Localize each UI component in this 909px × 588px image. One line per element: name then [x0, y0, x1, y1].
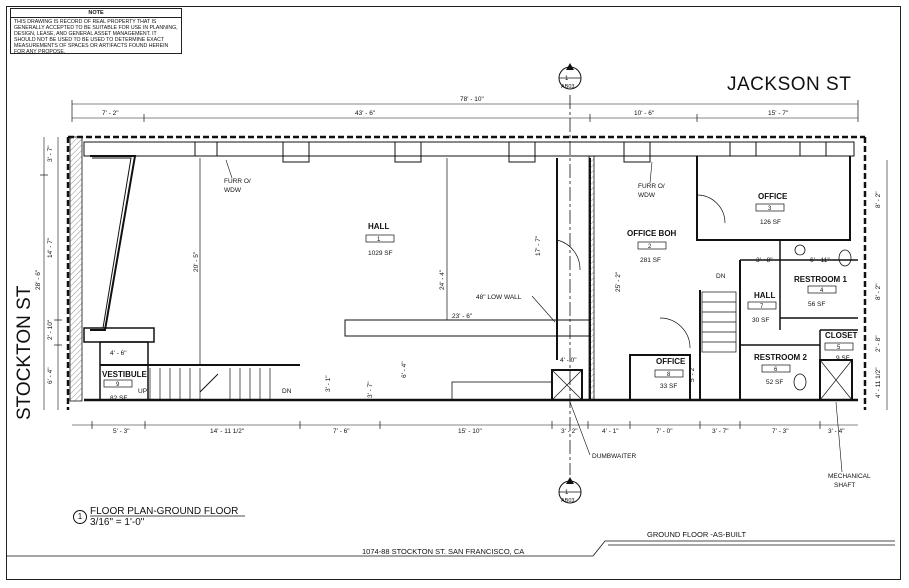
room-num-3: 3 — [768, 206, 772, 212]
up-label: UP — [138, 388, 147, 395]
dim-left-1: 3' - 7" — [47, 145, 54, 162]
dim-int-3: 17' - 7" — [535, 235, 542, 256]
dim-left-5: 6' - 4" — [47, 367, 54, 384]
section-marker-top — [558, 63, 582, 90]
wdw-label-2: WDW — [638, 192, 656, 199]
note-header: NOTE — [11, 9, 181, 18]
dim-int-6: 6' - 4" — [401, 361, 408, 378]
room-area-2: 281 SF — [640, 257, 661, 264]
dim-int-7: 3' - 1" — [325, 375, 332, 392]
dn-label-2: DN — [282, 388, 292, 395]
dim-left-3: 28' - 6" — [35, 269, 42, 290]
mech-label-2: SHAFT — [834, 482, 855, 489]
dim-overall: 78' - 10" — [460, 96, 484, 103]
dim-top-3: 10' - 6" — [634, 110, 655, 117]
dim-right-1: 8' - 2" — [875, 191, 882, 208]
room-name-restroom-2: RESTROOM 2 — [754, 353, 807, 362]
dim-int-2: 24' - 4" — [439, 269, 446, 290]
room-num-2: 2 — [648, 244, 652, 250]
room-name-office-3: OFFICE — [758, 192, 788, 201]
dim-right-3: 2' - 8" — [875, 335, 882, 352]
dim-top-2: 43' - 6" — [355, 110, 376, 117]
dim-bottom-2: 14' - 11 1/2" — [210, 428, 245, 435]
room-area-4: 56 SF — [808, 301, 825, 308]
dumbwaiter-label: DUMBWAITER — [592, 453, 636, 460]
room-num-4: 4 — [820, 288, 824, 294]
view-title: FLOOR PLAN-GROUND FLOOR — [90, 506, 239, 517]
dim-bottom-3: 7' - 6" — [333, 428, 350, 435]
dim-bottom-5: 3' - 2" — [561, 428, 578, 435]
dim-int-11: 3' - 8" — [756, 257, 773, 264]
dim-int-12: 6' - 11" — [810, 257, 830, 264]
low-wall-label: 48" LOW WALL — [476, 294, 522, 301]
view-number-circle: 1 — [73, 510, 87, 524]
room-name-hall-7: HALL — [754, 291, 775, 300]
street-label-jackson: JACKSON ST — [727, 74, 852, 95]
room-name-closet: CLOSET — [825, 331, 858, 340]
dim-bottom-7: 7' - 0" — [656, 428, 673, 435]
dim-top-1: 7' - 2" — [102, 110, 119, 117]
view-scale: 3/16" = 1'-0" — [90, 517, 145, 528]
furr-label-2: FURR O/ — [638, 183, 665, 190]
room-name-vestibule: VESTIBULE — [102, 370, 148, 379]
dim-int-9: 4' - 0" — [560, 357, 577, 364]
section-sheet-bottom: AB03 — [561, 498, 574, 504]
dim-int-13: 5' - 2" — [689, 365, 696, 382]
dim-int-1: 20' - 5" — [193, 251, 200, 272]
dim-int-10: 4' - 6" — [110, 350, 127, 357]
dim-left-4: 2' - 10" — [47, 319, 54, 340]
room-num-1: 1 — [377, 237, 381, 243]
dim-int-4: 25' - 2" — [615, 271, 622, 292]
dn-label-1: DN — [716, 273, 726, 280]
room-num-7: 7 — [760, 304, 764, 310]
room-area-7: 30 SF — [752, 317, 769, 324]
room-area-1: 1029 SF — [368, 250, 393, 257]
note-box: NOTE THIS DRAWING IS RECORD OF REAL PROP… — [10, 8, 182, 55]
room-num-6: 6 — [774, 367, 778, 373]
dim-top-4: 15' - 7" — [768, 110, 789, 117]
room-name-hall: HALL — [368, 222, 389, 231]
room-name-office-boh: OFFICE BOH — [627, 229, 677, 238]
mech-label-1: MECHANICAL — [828, 473, 871, 480]
room-area-6: 52 SF — [766, 379, 783, 386]
room-area-9: 82 SF — [110, 395, 127, 402]
room-name-restroom-1: RESTROOM 1 — [794, 275, 847, 284]
furr-label-1: FURR O/ — [224, 178, 251, 185]
section-num-top: 1 — [565, 76, 569, 82]
dim-bottom-6: 4' - 1" — [602, 428, 619, 435]
room-num-5: 5 — [837, 345, 841, 351]
dim-right-4: 4' - 11 1/2" — [875, 367, 882, 398]
dim-left-2: 14' - 7" — [47, 237, 54, 258]
room-num-9: 9 — [116, 382, 120, 388]
room-name-office-8: OFFICE — [656, 357, 686, 366]
section-num-bottom: 1 — [565, 490, 569, 496]
room-area-8: 33 SF — [660, 383, 677, 390]
wdw-label-1: WDW — [224, 187, 242, 194]
dim-bottom-8: 3' - 7" — [712, 428, 729, 435]
dim-right-2: 8' - 2" — [875, 283, 882, 300]
drawing-sheet — [6, 6, 901, 580]
section-sheet-top: AB03 — [561, 84, 574, 90]
sheet-title: GROUND FLOOR -AS-BUILT — [647, 530, 747, 539]
dim-bottom-9: 7' - 3" — [772, 428, 789, 435]
dim-int-5: 23' - 6" — [452, 313, 473, 320]
dim-bottom-1: 5' - 3" — [113, 428, 130, 435]
dim-int-8: 3' - 7" — [367, 381, 374, 398]
room-area-5: 9 SF — [836, 355, 850, 362]
project-address: 1074-88 STOCKTON ST. SAN FRANCISCO, CA — [362, 547, 525, 556]
dim-bottom-10: 3' - 4" — [828, 428, 845, 435]
note-text: THIS DRAWING IS RECORD OF REAL PROPERTY … — [14, 19, 178, 55]
dim-bottom-4: 15' - 10" — [458, 428, 482, 435]
section-marker-bottom — [558, 477, 582, 504]
room-area-3: 126 SF — [760, 219, 781, 226]
room-num-8: 8 — [667, 372, 671, 378]
